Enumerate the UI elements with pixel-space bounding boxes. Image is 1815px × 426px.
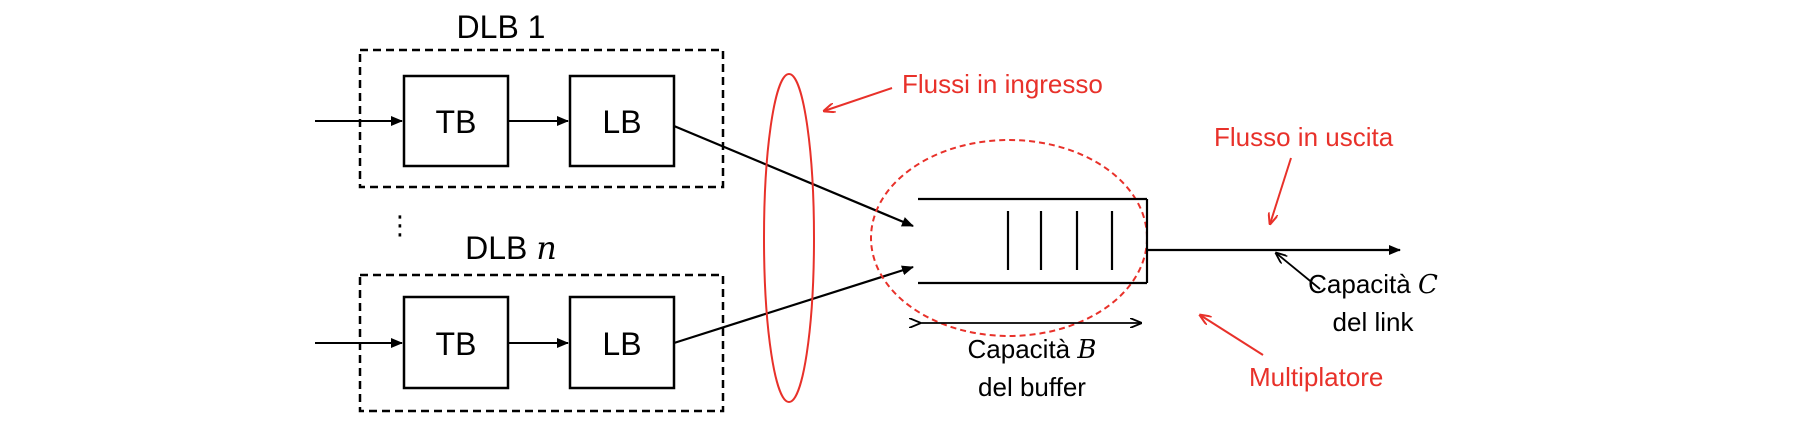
dlb-1-lb-label: LB	[602, 104, 641, 140]
dlb-n-tb-box	[402, 295, 510, 390]
dlb-1-dashed-frame	[358, 48, 725, 189]
dlb-n-lb-box	[568, 295, 676, 390]
dlb-n-title: DLB n	[465, 229, 557, 267]
link-capacity-line2: del link	[1333, 307, 1415, 337]
input-flows-ellipse-icon	[763, 73, 815, 403]
input-flows-pointer-arrow	[824, 87, 893, 111]
output-flow-label: Flusso in uscita	[1214, 122, 1394, 152]
multiplexer-label: Multiplatore	[1249, 362, 1383, 392]
link-capacity-line1: Capacità C	[1308, 269, 1438, 300]
dlb-1-lb-box	[568, 74, 676, 168]
dlb-n-tb-label: TB	[436, 326, 477, 362]
multiplexer-pointer-arrow	[1200, 315, 1264, 356]
ellipsis-dots: ⋮	[387, 210, 413, 240]
buffer-capacity-line2: del buffer	[978, 372, 1086, 402]
buffer-queue	[918, 197, 1149, 285]
dlb-n-lb-label: LB	[602, 326, 641, 362]
dlb-1-tb-label: TB	[436, 104, 477, 140]
link-capacity-pointer-arrow	[1276, 253, 1321, 290]
dlb-n-group: DLB n TB LB	[315, 229, 725, 413]
dlb-1-group: DLB 1 TB LB	[315, 9, 725, 189]
flow-arrow-from-dlb-1	[673, 124, 914, 228]
flow-arrow-from-dlb-n	[673, 265, 914, 345]
dlb-1-title: DLB 1	[457, 9, 546, 45]
buffer-capacity-line1: Capacità B	[968, 334, 1097, 365]
output-flow-pointer-arrow	[1270, 157, 1292, 224]
input-flows-label: Flussi in ingresso	[902, 69, 1103, 99]
